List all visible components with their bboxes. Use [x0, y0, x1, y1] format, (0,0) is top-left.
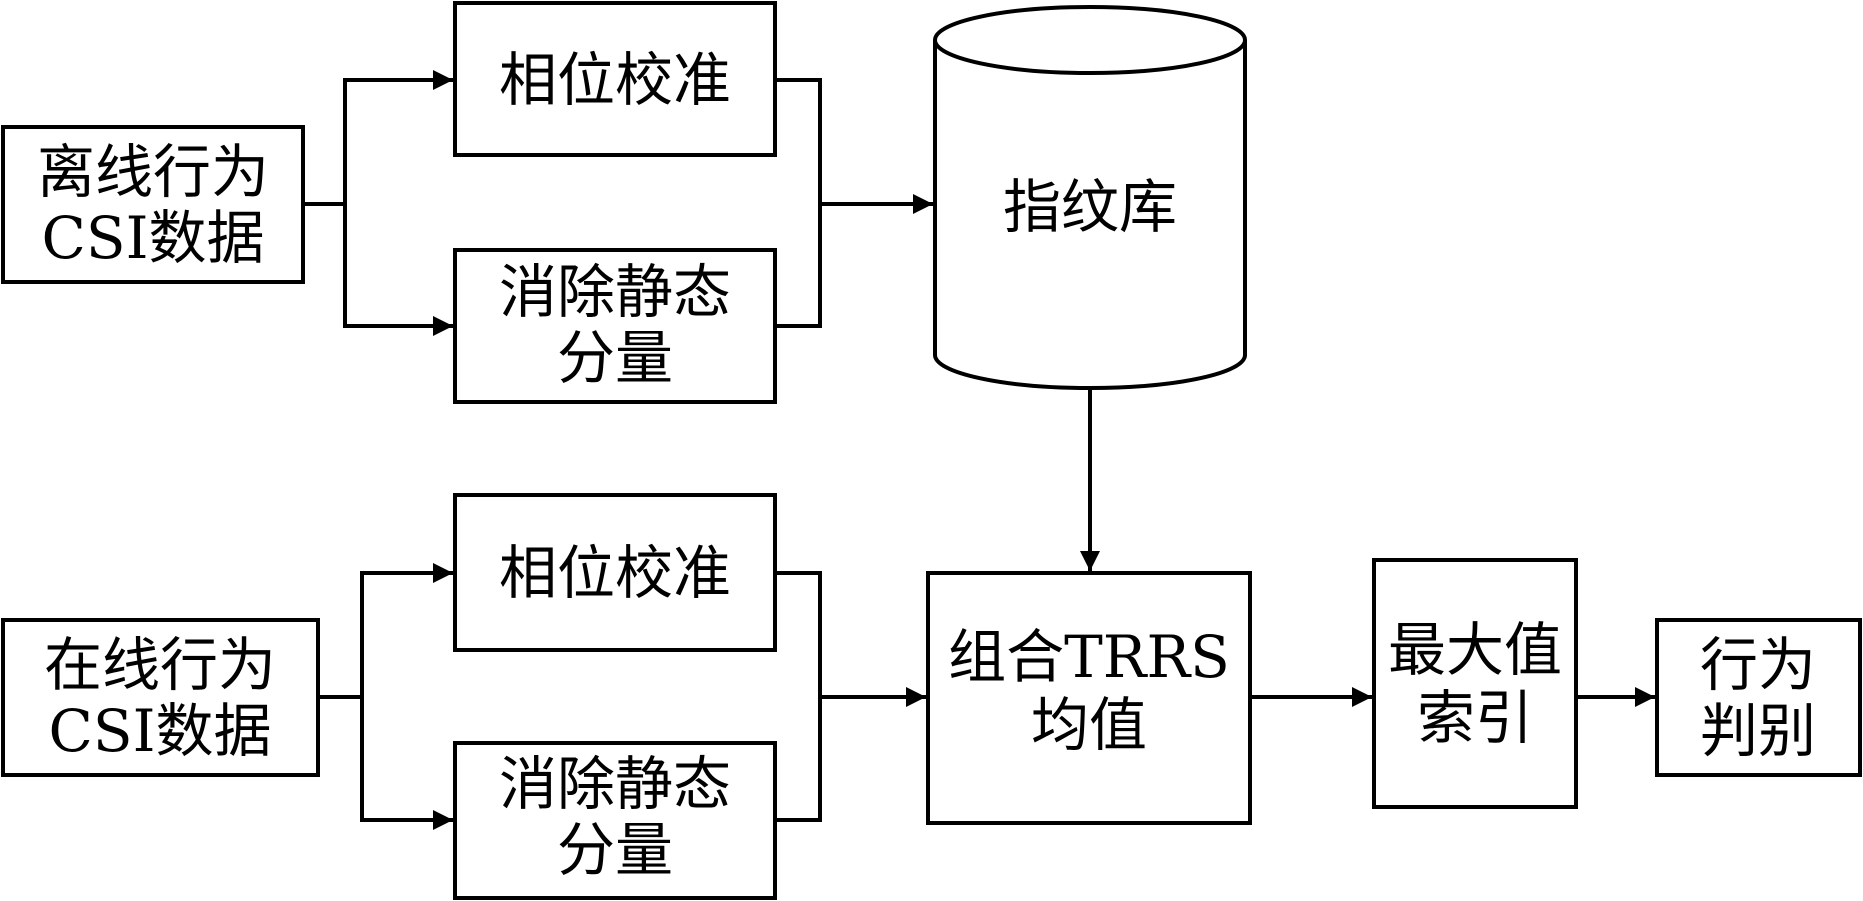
offline-remove-static-label-line2: 分量 [557, 324, 673, 392]
behavior-decision-box [1655, 618, 1862, 777]
online-phase-merge-line [775, 571, 822, 697]
offline-input-label-line1: 离线行为 [37, 138, 269, 206]
online-to-static-arrow [360, 697, 453, 830]
fingerprint-database-cylinder [932, 5, 1247, 390]
combined-trrs-label-line1: 组合TRRS [948, 623, 1230, 691]
offline-to-phase-arrow [343, 70, 453, 204]
behavior-decision-label-line1: 行为 [1700, 631, 1816, 699]
behavior-decision-label-line2: 判别 [1700, 697, 1816, 765]
online-to-phase-arrow [360, 563, 453, 697]
online-input-label-line2: CSI数据 [48, 697, 271, 765]
max-index-label-line2: 索引 [1417, 684, 1533, 752]
offline-input-label-line2: CSI数据 [41, 204, 264, 272]
online-remove-static-label-line2: 分量 [557, 816, 673, 884]
offline-static-merge-line [775, 204, 822, 328]
max-index-label-line1: 最大值 [1388, 616, 1562, 684]
combined-trrs-label-line2: 均值 [1031, 691, 1147, 759]
offline-to-static-arrow [343, 204, 453, 336]
offline-phase-merge-line [775, 78, 822, 204]
online-static-merge-line [775, 697, 822, 822]
online-remove-static-label-line1: 消除静态 [499, 750, 731, 818]
offline-remove-static-label-line1: 消除静态 [499, 258, 731, 326]
online-phase-calibration-label: 相位校准 [499, 539, 731, 607]
online-input-label-line1: 在线行为 [44, 631, 276, 699]
max-value-index-box [1372, 558, 1578, 809]
offline-phase-calibration-label: 相位校准 [499, 46, 731, 114]
fingerprint-database-label: 指纹库 [1003, 173, 1177, 241]
